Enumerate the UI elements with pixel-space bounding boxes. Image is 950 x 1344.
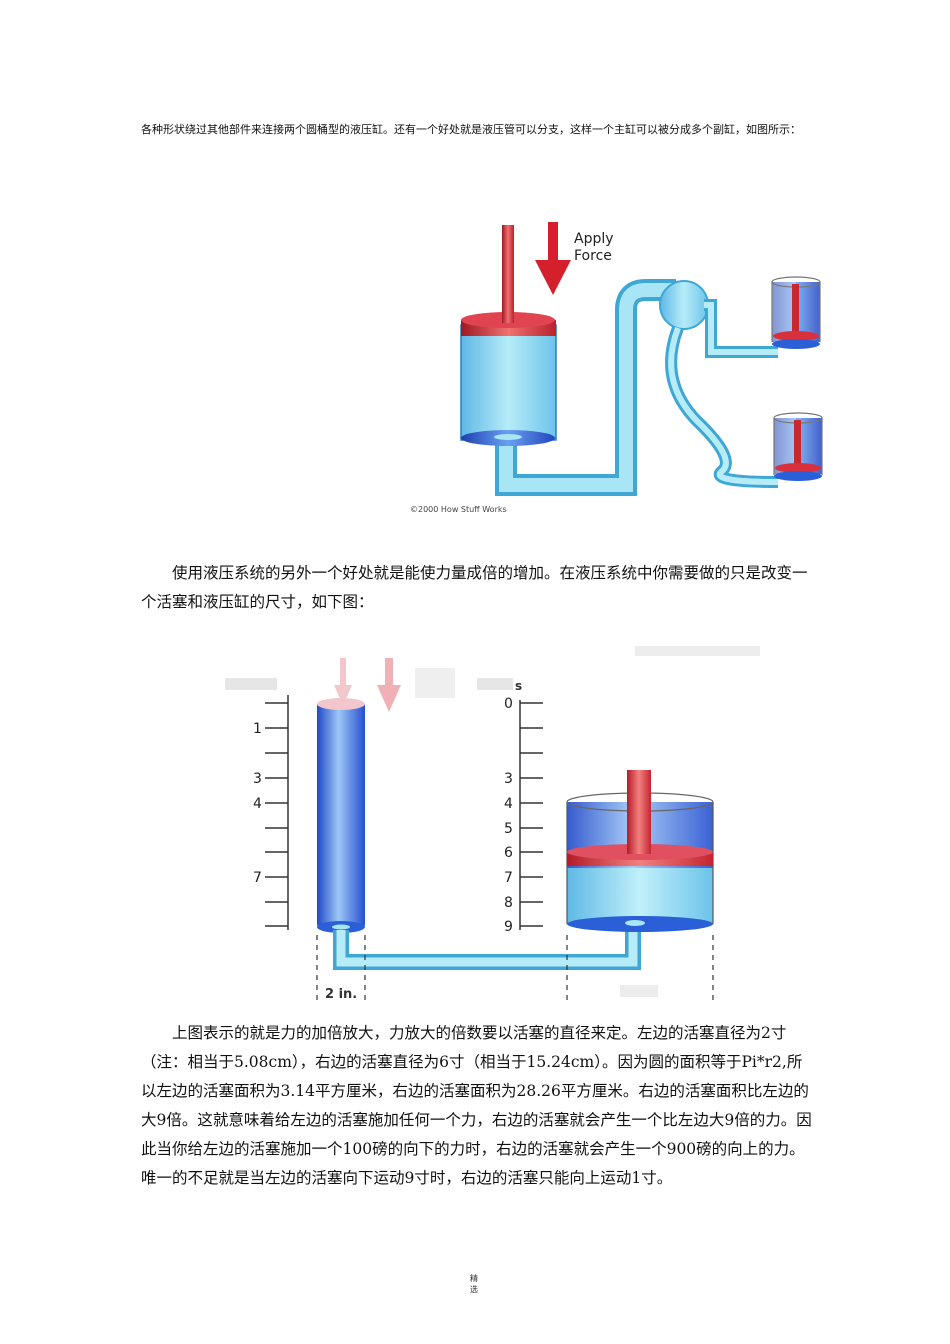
left-scale-1: 1 xyxy=(253,721,262,737)
page-footer: 精 选 xyxy=(462,1273,486,1295)
right-scale-3: 3 xyxy=(504,771,513,787)
right-scale-unit: s xyxy=(515,679,522,693)
left-scale-7: 7 xyxy=(253,870,262,886)
paragraph-multiplication: 使用液压系统的另外一个好处就是能使力量成倍的增加。在液压系统中你需要做的只是改变… xyxy=(141,564,808,611)
paragraph-explanation: 上图表示的就是力的加倍放大，力放大的倍数要以活塞的直径来定。左边的活塞直径为2寸… xyxy=(141,1024,812,1187)
footer-line-1: 精 xyxy=(470,1274,478,1283)
right-scale-0: 0 xyxy=(504,696,513,712)
apply-label-line1: Apply xyxy=(574,231,614,247)
right-scale-8: 8 xyxy=(504,895,513,911)
figure1-credit: ©2000 How Stuff Works xyxy=(410,505,507,514)
apply-label-line2: Force xyxy=(574,248,612,264)
force-multiplication-figure: 1 3 4 7 2 in. s 0 3 4 5 6 7 8 9 xyxy=(225,640,765,1010)
left-scale-4: 4 xyxy=(253,796,262,812)
right-scale-7: 7 xyxy=(504,870,513,886)
right-scale-5: 5 xyxy=(504,821,513,837)
branching-hydraulics-figure: Apply Force ©2000 How Stuff Works xyxy=(406,210,846,520)
left-width-label: 2 in. xyxy=(325,987,357,1002)
right-scale-4: 4 xyxy=(504,796,513,812)
right-scale-9: 9 xyxy=(504,919,513,935)
footer-line-2: 选 xyxy=(470,1285,478,1294)
intro-paragraph: 各种形状绕过其他部件来连接两个圆桶型的液压缸。还有一个好处就是液压管可以分支，这… xyxy=(141,123,801,136)
left-scale-3: 3 xyxy=(253,771,262,787)
right-scale-6: 6 xyxy=(504,845,513,861)
